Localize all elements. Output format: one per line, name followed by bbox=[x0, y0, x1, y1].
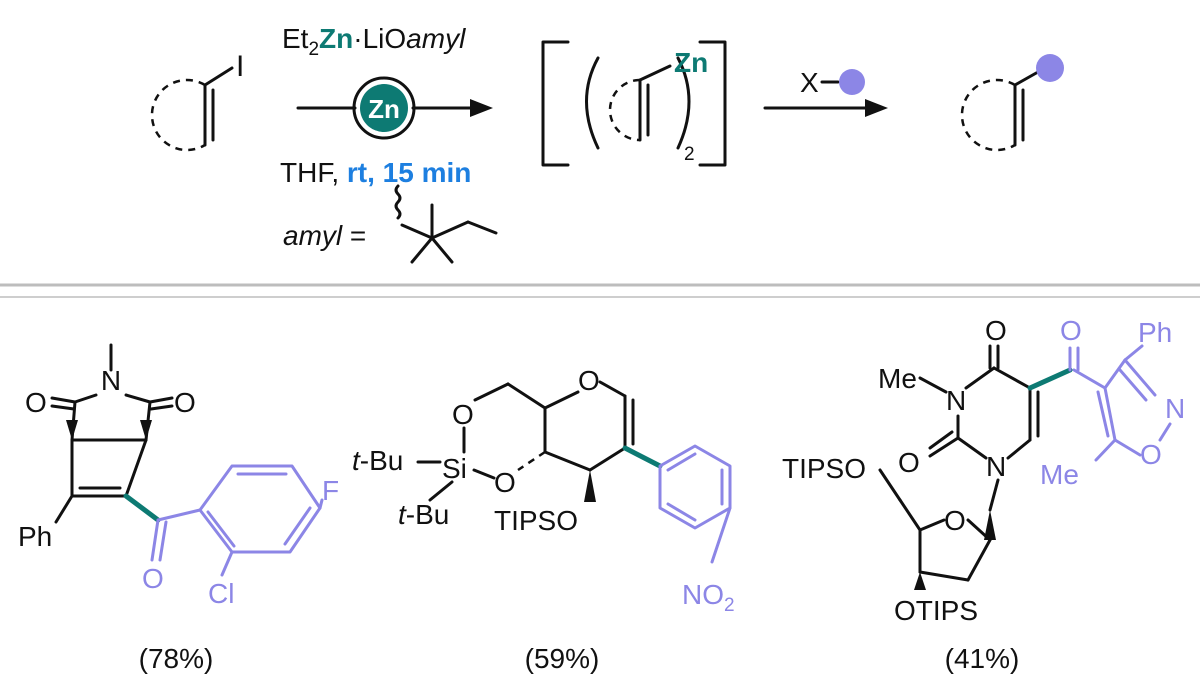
electrophile-substituent-dot bbox=[839, 69, 865, 95]
zinc-metal-circle: Zn bbox=[352, 76, 416, 140]
product-3-structure: O Me N O N TIPSO O OTIPS O bbox=[782, 315, 1185, 626]
p1-f-label: F bbox=[322, 475, 339, 506]
product-1-yield: (78%) bbox=[139, 643, 214, 674]
coupled-product bbox=[960, 54, 1064, 152]
p3-me2-label: Me bbox=[1040, 459, 1079, 490]
p3-me1-label: Me bbox=[878, 363, 917, 394]
p1-ph-label: Ph bbox=[18, 521, 52, 552]
product-2-yield: (59%) bbox=[525, 643, 600, 674]
iodide-label: I bbox=[236, 50, 244, 83]
p3-o-iso-label: O bbox=[1140, 439, 1162, 470]
p1-o3-label: O bbox=[142, 563, 164, 594]
left-bracket bbox=[541, 40, 570, 167]
p2-o-top-label: O bbox=[452, 399, 474, 430]
electrophile-x-label: X bbox=[800, 67, 819, 98]
organozinc-intermediate: Zn 2 bbox=[541, 40, 727, 167]
zinc-circle-label: Zn bbox=[368, 94, 400, 124]
intermediate-subscript: 2 bbox=[684, 144, 695, 165]
product-1-structure: N O O Ph O F bbox=[18, 343, 339, 609]
reaction-arrow-1 bbox=[296, 99, 493, 117]
left-paren bbox=[585, 56, 600, 150]
p1-o1-label: O bbox=[25, 387, 47, 418]
p2-o-ring-label: O bbox=[578, 365, 600, 396]
p3-o2-label: O bbox=[898, 447, 920, 478]
p1-o2-label: O bbox=[174, 387, 196, 418]
right-bracket bbox=[698, 40, 727, 167]
substrate-vinyl-iodide: I bbox=[150, 50, 244, 152]
p3-n-iso-label: N bbox=[1165, 393, 1185, 424]
p1-n-label: N bbox=[101, 365, 121, 396]
p3-n1-label: N bbox=[946, 385, 966, 416]
p3-o-furan-label: O bbox=[944, 505, 966, 536]
p1-cl-label: Cl bbox=[208, 578, 234, 609]
p3-n3-label: N bbox=[986, 451, 1006, 482]
p3-ph-label: Ph bbox=[1138, 317, 1172, 348]
product-substituent-dot bbox=[1036, 54, 1064, 82]
product-3-yield: (41%) bbox=[945, 643, 1020, 674]
amyl-structure bbox=[394, 184, 498, 264]
p2-no2-label: NO2 bbox=[682, 579, 735, 616]
conditions-label: THF, rt, 15 min bbox=[280, 157, 471, 188]
p2-tbu2-label: t-Bu bbox=[398, 499, 449, 530]
p2-si-label: Si bbox=[442, 453, 467, 484]
p3-otips-label: OTIPS bbox=[894, 595, 978, 626]
substrate-dashed-ring bbox=[150, 78, 206, 152]
reaction-arrow-2: X bbox=[763, 67, 888, 117]
p2-tbu1-label: t-Bu bbox=[352, 445, 403, 476]
p3-o-top-label: O bbox=[985, 315, 1007, 346]
p2-o-low-label: O bbox=[494, 467, 516, 498]
p3-o-ketone-label: O bbox=[1060, 315, 1082, 346]
amyl-definition-label: amyl = bbox=[283, 220, 366, 251]
p2-tipso-label: TIPSO bbox=[494, 505, 578, 536]
intermediate-zn-label: Zn bbox=[674, 47, 708, 78]
product-2-structure: O Si O t-Bu t-Bu O TIPSO NO2 bbox=[352, 365, 735, 616]
p3-tipso-label: TIPSO bbox=[782, 453, 866, 484]
reagent-label: Et2Zn·LiOamyl bbox=[282, 23, 466, 60]
right-paren bbox=[676, 56, 691, 150]
